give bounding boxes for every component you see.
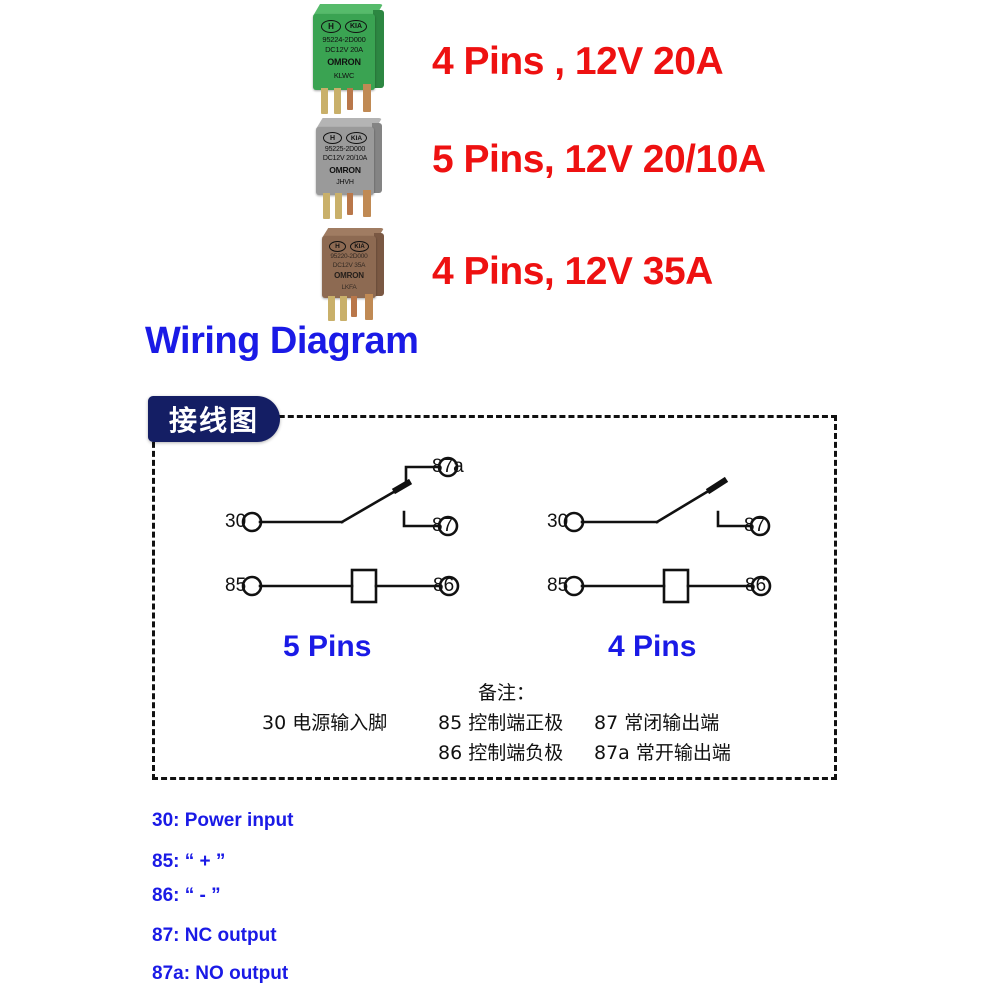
five-pin-label-30: 30 (225, 511, 247, 532)
en-legend-item-85: 85: “ + ” (152, 851, 226, 872)
green-relay-rating: DC12V 20A (325, 45, 363, 54)
brown-relay-pin-4 (365, 294, 373, 320)
hyundai-logo-icon: H (321, 20, 341, 33)
gray-relay-top-face (316, 118, 382, 129)
four-pin-arm-tip (705, 476, 729, 495)
five-pin-label-87a: 87a (432, 456, 464, 477)
five-pin-label-85: 85 (225, 575, 247, 596)
four-pin-label-85: 85 (547, 575, 569, 596)
green-relay-spec-label: 4 Pins , 12V 20A (432, 40, 724, 83)
five-pin-switch-arm (340, 484, 406, 524)
brown-relay-model: 95220-2D000 (330, 253, 368, 260)
wiring-diagram-badge: 接线图 (148, 396, 280, 442)
brown-relay-photo: H KIA 95220-2D000 DC12V 35A OMRON LKFA (314, 228, 414, 328)
five-pin-label-86: 86 (433, 575, 455, 596)
brown-relay-side-face (374, 233, 384, 296)
wiring-diagram-panel (152, 415, 837, 780)
brown-relay-code: LKFA (341, 284, 357, 291)
green-relay-model: 95224-2D000 (322, 35, 366, 44)
green-relay-front-face: H KIA 95224-2D000 DC12V 20A OMRON KLWC (313, 14, 375, 90)
five-pin-caption: 5 Pins (283, 630, 372, 663)
five-pin-terminal87a-node (437, 456, 459, 478)
five-pin-terminal86-node (438, 575, 460, 597)
cn-legend-row2-col2: 86 控制端负极 (438, 742, 564, 764)
kia-logo-icon: KIA (346, 132, 367, 144)
green-relay-code: KLWC (333, 71, 355, 80)
gray-relay-pin-2 (335, 193, 342, 219)
brown-relay-front-face: H KIA 95220-2D000 DC12V 35A OMRON LKFA (322, 236, 376, 298)
gray-relay-model: 95225-2D000 (324, 146, 366, 153)
gray-relay-pin-3 (347, 193, 353, 215)
cn-legend-row1-col1: 30 电源输入脚 (262, 712, 388, 734)
green-relay-top-face (313, 4, 383, 16)
en-legend-item-86: 86: “ - ” (152, 885, 221, 906)
relay-schematics (241, 456, 772, 604)
four-pin-terminal30-node (563, 511, 585, 533)
brown-relay-top-face (322, 228, 384, 238)
five-pin-terminal87a-lead (404, 465, 440, 484)
wiring-diagram-title: Wiring Diagram (145, 320, 419, 362)
gray-relay-pin-1 (323, 193, 330, 219)
five-pin-coil-symbol (350, 568, 378, 604)
gray-relay-front-face: H KIA 95225-2D000 DC12V 20/10A OMRON JHV… (316, 127, 374, 195)
four-pin-terminal86-node (750, 575, 772, 597)
brown-relay-maker: OMRON (334, 271, 364, 280)
gray-relay-maker: OMRON (329, 165, 361, 175)
four-pin-coil-symbol (662, 568, 690, 604)
green-relay-maker: OMRON (327, 57, 361, 67)
cn-legend-row1-col2: 85 控制端正极 (438, 712, 564, 734)
five-pin-terminal30-node (241, 511, 263, 533)
gray-relay-logos: H KIA (316, 132, 374, 144)
green-relay-pin-4 (363, 84, 371, 112)
en-legend-item-87a: 87a: NO output (152, 963, 289, 984)
five-pin-terminal87-lead (402, 510, 440, 528)
gray-relay-spec-label: 5 Pins, 12V 20/10A (432, 138, 766, 181)
cn-legend-row2-col3: 87a 常开输出端 (594, 742, 731, 764)
brown-relay-spec-label: 4 Pins, 12V 35A (432, 250, 713, 293)
five-pin-terminal87-node (437, 515, 459, 537)
cn-legend-row1-col3: 87 常闭输出端 (594, 712, 720, 734)
brown-relay-logos: H KIA (322, 241, 376, 252)
four-pin-label-87: 87 (744, 515, 766, 536)
hyundai-logo-icon: H (323, 132, 342, 144)
five-pin-terminal85-node (241, 575, 263, 597)
green-relay-pin-3 (347, 88, 353, 110)
en-legend-item-87: 87: NC output (152, 925, 277, 946)
green-relay-side-face (373, 10, 384, 88)
five-pin-label-87: 87 (432, 515, 454, 536)
four-pin-terminal85-node (563, 575, 585, 597)
gray-relay-side-face (372, 123, 382, 193)
four-pin-label-30: 30 (547, 511, 569, 532)
green-relay-photo: H KIA 95224-2D000 DC12V 20A OMRON KLWC (305, 4, 405, 114)
gray-relay-pin-4 (363, 190, 371, 217)
four-pin-label-86: 86 (745, 575, 767, 596)
gray-relay-rating: DC12V 20/10A (322, 155, 368, 162)
green-relay-pin-2 (334, 88, 341, 114)
four-pin-terminal87-lead (716, 510, 752, 528)
en-legend-item-30: 30: Power input (152, 810, 294, 831)
green-relay-logos: H KIA (313, 20, 375, 33)
brown-relay-pin-3 (351, 296, 357, 317)
four-pin-terminal87-node (749, 515, 771, 537)
brown-relay-pin-2 (340, 296, 347, 321)
cn-legend-heading: 备注： (478, 682, 536, 704)
kia-logo-icon: KIA (345, 20, 367, 33)
brown-relay-rating: DC12V 35A (332, 262, 366, 269)
gray-relay-photo: H KIA 95225-2D000 DC12V 20/10A OMRON JHV… (308, 118, 408, 223)
kia-logo-icon: KIA (350, 241, 369, 252)
four-pin-caption: 4 Pins (608, 630, 697, 663)
gray-relay-code: JHVH (336, 179, 354, 186)
hyundai-logo-icon: H (329, 241, 346, 252)
green-relay-pin-1 (321, 88, 328, 114)
brown-relay-pin-1 (328, 296, 335, 321)
five-pin-arm-tip (391, 478, 413, 495)
